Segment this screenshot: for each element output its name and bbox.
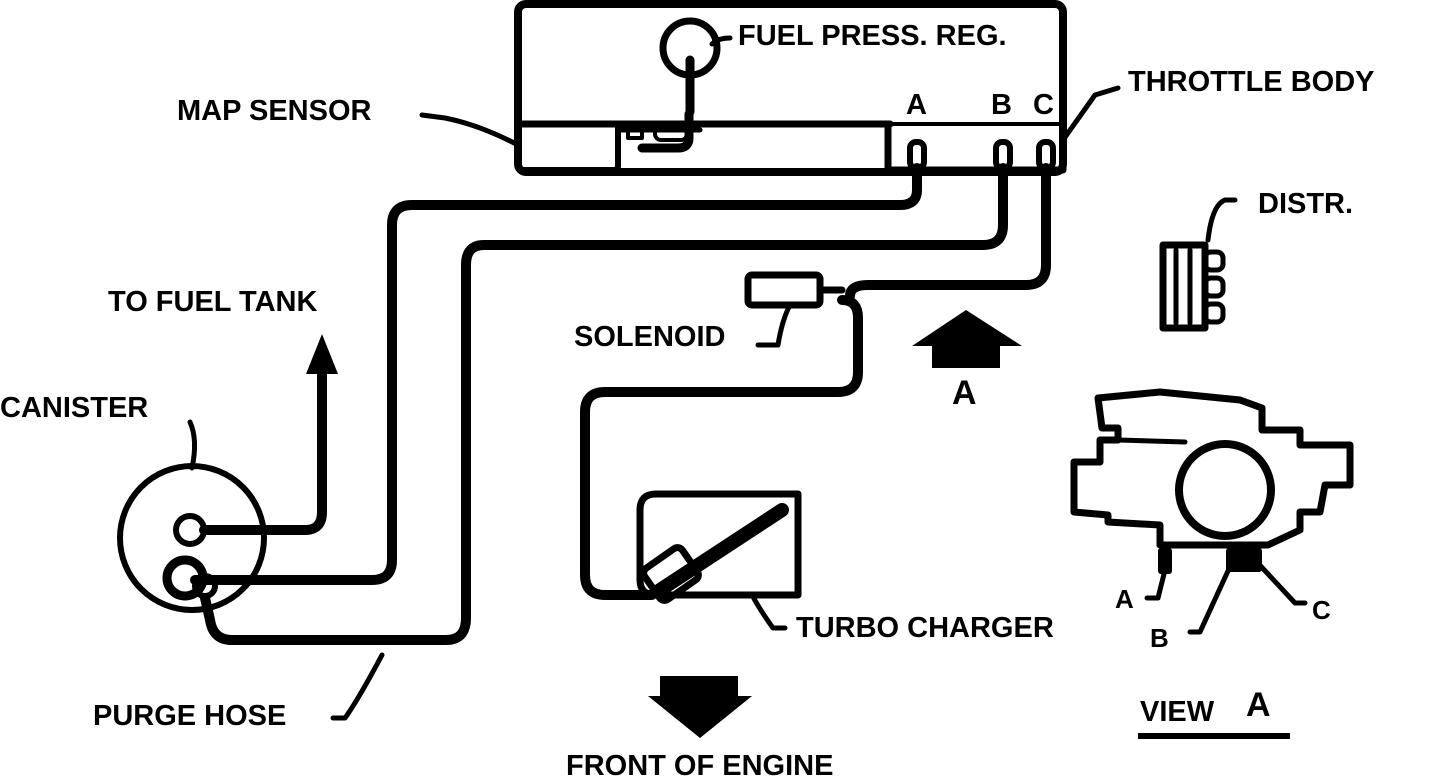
hose-solenoid-turbo (580, 295, 863, 600)
view-a-throttle-body (1070, 388, 1354, 549)
view-a-port-a (1158, 548, 1172, 574)
map-sensor-label: MAP SENSOR (177, 95, 372, 127)
hose-to-fuel-tank (199, 367, 327, 535)
to-fuel-tank-arrow (306, 334, 338, 374)
solenoid-label: SOLENOID (574, 321, 726, 353)
hose-a (190, 163, 922, 585)
throttle-body-label: THROTTLE BODY (1128, 66, 1375, 98)
view-letter-label: A (1246, 686, 1271, 724)
fuel-pressure-regulator-label: FUEL PRESS. REG. (738, 20, 1007, 52)
hose-b (200, 163, 1008, 645)
turbo-charger (636, 490, 802, 604)
view-a-port-c-label: C (1312, 595, 1331, 625)
solenoid (744, 271, 846, 309)
view-a-arrow (912, 310, 1022, 368)
throttle-body-ports (907, 139, 1056, 171)
throttle-port-b-label: B (991, 89, 1012, 121)
map-sensor-hose (637, 109, 694, 153)
hose-c (845, 163, 1051, 301)
canister-label: CANISTER (0, 392, 149, 424)
front-of-engine-arrow (648, 676, 752, 738)
canister (117, 463, 267, 613)
turbo-charger-label: TURBO CHARGER (796, 612, 1054, 644)
throttle-port-a-label: A (906, 89, 927, 121)
distributor-label: DISTR. (1258, 188, 1354, 220)
view-a-port-b-label: B (1150, 623, 1169, 653)
view-label: VIEW (1140, 696, 1215, 728)
distributor (1159, 241, 1226, 332)
label-leader-lines (187, 35, 1238, 721)
view-arrow-label: A (952, 374, 977, 412)
to-fuel-tank-label: TO FUEL TANK (108, 286, 318, 318)
view-a-port-leaders (1144, 557, 1308, 635)
front-of-engine-label: FRONT OF ENGINE (566, 750, 834, 782)
fuel-pressure-regulator (659, 17, 721, 117)
view-a-port-bc (1226, 548, 1262, 572)
throttle-port-c-label: C (1033, 89, 1054, 121)
purge-hose-label: PURGE HOSE (93, 700, 287, 732)
view-a-port-a-label: A (1115, 584, 1134, 614)
